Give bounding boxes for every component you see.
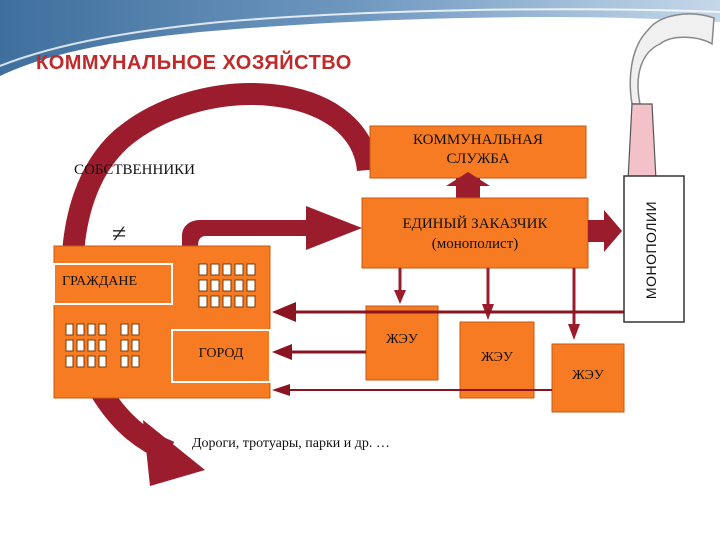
window-icon <box>76 323 85 336</box>
zheu-box-3 <box>551 343 625 413</box>
slide-title: КОММУНАЛЬНОЕ ХОЗЯЙСТВО <box>36 52 352 74</box>
window-icon <box>246 263 256 276</box>
window-icon <box>65 339 74 352</box>
kommunalnaya-sluzhba-label: КОММУНАЛЬНАЯ СЛУЖБА <box>370 131 586 169</box>
window-icon <box>98 355 107 368</box>
window-icon <box>76 355 85 368</box>
monopolii-label: МОНОПОЛИИ <box>643 200 659 300</box>
window-icon <box>234 263 244 276</box>
window-icon <box>98 339 107 352</box>
zheu-1-label: ЖЭУ <box>386 332 418 347</box>
window-icon <box>222 295 232 308</box>
smoke-icon <box>629 13 715 105</box>
monopolii-to-building-head <box>272 302 296 322</box>
zheu3-to-gorod-head <box>272 384 290 396</box>
window-icon <box>87 323 96 336</box>
edinyi-zakazchik-line2: (монополист) <box>431 236 519 252</box>
edinyi-zakazchik-line1: ЕДИНЫЙ ЗАКАЗЧИК <box>402 216 548 232</box>
down-arrow-1-head <box>394 290 406 304</box>
kommunalnaya-sluzhba-line1: КОММУНАЛЬНАЯ <box>413 132 543 148</box>
building-windows <box>65 263 256 368</box>
window-icon <box>198 295 208 308</box>
window-icon <box>222 263 232 276</box>
window-icon <box>210 295 220 308</box>
gorod-box <box>171 329 271 383</box>
window-icon <box>87 339 96 352</box>
window-icon <box>65 323 74 336</box>
not-equal-symbol: ≠ <box>112 219 126 248</box>
kommunalnaya-sluzhba-box <box>369 125 587 179</box>
window-icon <box>210 263 220 276</box>
grazhdane-box <box>53 263 173 305</box>
window-icon <box>98 323 107 336</box>
window-icon <box>234 279 244 292</box>
cycle-arrow-body <box>61 83 379 463</box>
header-banner-stroke <box>0 8 720 67</box>
zheu-box-1 <box>365 305 439 381</box>
window-icon <box>65 355 74 368</box>
sobstvenniki-label: СОБСТВЕННИКИ <box>74 162 196 178</box>
right-arrow-head <box>604 210 622 252</box>
building-to-zakazchik-arrow <box>182 206 362 250</box>
window-icon <box>87 355 96 368</box>
zheu-3-label: ЖЭУ <box>572 368 604 383</box>
window-icon <box>198 263 208 276</box>
chimney-icon <box>627 103 657 181</box>
window-icon <box>222 279 232 292</box>
gorod-label: ГОРОД <box>198 346 244 361</box>
window-icon <box>210 279 220 292</box>
grazhdane-label: ГРАЖДАНЕ <box>62 274 138 289</box>
up-arrow-head <box>446 172 490 186</box>
window-icon <box>131 339 140 352</box>
window-icon <box>76 339 85 352</box>
window-icon <box>131 355 140 368</box>
window-icon <box>120 323 129 336</box>
edinyi-zakazchik-label: ЕДИНЫЙ ЗАКАЗЧИК (монополист) <box>362 214 588 254</box>
window-icon <box>120 339 129 352</box>
window-icon <box>246 295 256 308</box>
edinyi-zakazchik-box <box>361 197 589 269</box>
monopolii-box <box>623 175 685 323</box>
window-icon <box>234 295 244 308</box>
zheu-box-2 <box>459 321 535 399</box>
zheu-2-label: ЖЭУ <box>481 350 513 365</box>
header-banner <box>0 0 720 76</box>
right-arrow-body <box>588 220 608 242</box>
down-arrow-3-head <box>568 324 580 340</box>
window-icon <box>246 279 256 292</box>
cycle-arrow-head <box>143 420 205 486</box>
window-icon <box>120 355 129 368</box>
zheu1-to-gorod-head <box>272 344 292 360</box>
window-icon <box>131 323 140 336</box>
kommunalnaya-sluzhba-line2: СЛУЖБА <box>446 151 510 167</box>
window-icon <box>198 279 208 292</box>
dorogi-label: Дороги, тротуары, парки и др. … <box>192 436 390 451</box>
